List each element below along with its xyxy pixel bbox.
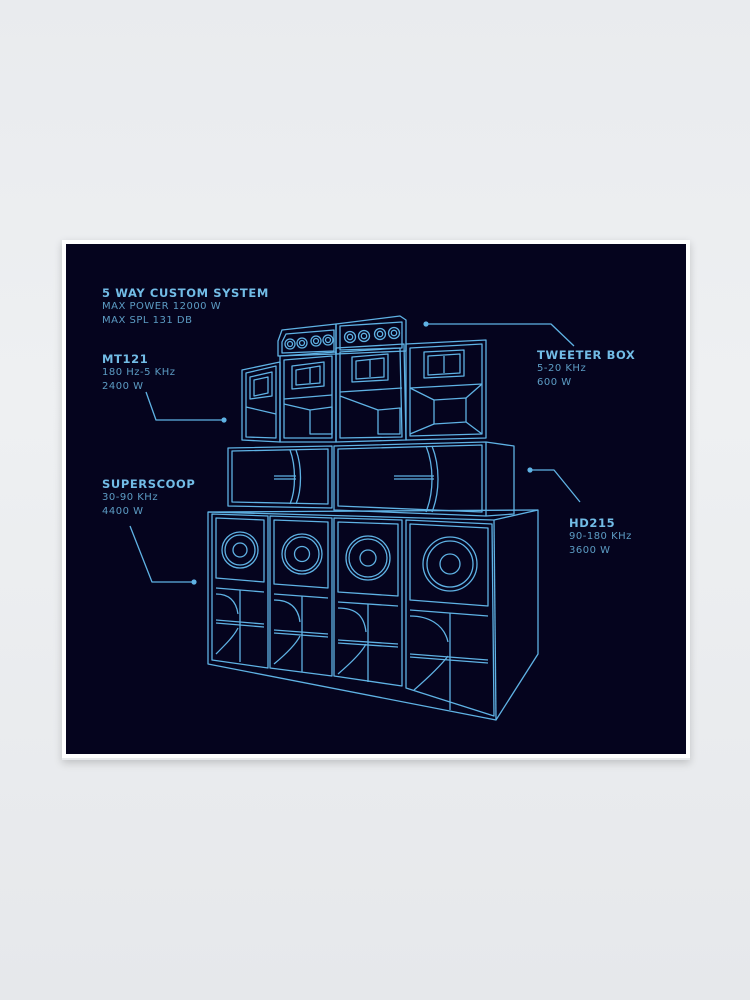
system-max-spl: MAX SPL 131 DB bbox=[102, 315, 193, 326]
superscoop-cabinet-right bbox=[333, 441, 515, 517]
leader-line-tweeter-box bbox=[423, 321, 575, 347]
hd215-title: HD215 bbox=[569, 516, 616, 530]
label-mt121: MT121 180 Hz-5 KHz 2400 W bbox=[102, 352, 176, 394]
tweeter-box-frequency: 5-20 KHz bbox=[537, 363, 587, 374]
tweeter-box-title: TWEETER BOX bbox=[537, 348, 636, 362]
superscoop-frequency: 30-90 KHz bbox=[102, 492, 159, 503]
hd215-cabinet-3 bbox=[333, 517, 403, 687]
poster-artwork: 5 WAY CUSTOM SYSTEM MAX POWER 12000 W MA… bbox=[66, 244, 686, 754]
hd215-frequency: 90-180 KHz bbox=[569, 531, 632, 542]
mt121-title: MT121 bbox=[102, 352, 149, 366]
hd215-cabinet-4 bbox=[405, 519, 495, 717]
poster-frame: 5 WAY CUSTOM SYSTEM MAX POWER 12000 W MA… bbox=[62, 240, 690, 758]
superscoop-power: 4400 W bbox=[102, 506, 144, 517]
label-hd215: HD215 90-180 KHz 3600 W bbox=[569, 516, 632, 558]
leader-line-hd215 bbox=[527, 467, 581, 503]
hd215-cabinet-2 bbox=[269, 515, 333, 677]
label-system: 5 WAY CUSTOM SYSTEM MAX POWER 12000 W MA… bbox=[102, 286, 269, 328]
label-tweeter-box: TWEETER BOX 5-20 KHz 600 W bbox=[537, 348, 635, 390]
tweeter-box-power: 600 W bbox=[537, 377, 572, 388]
mt121-cabinet-2 bbox=[279, 351, 337, 443]
tweeter-box-left bbox=[277, 323, 337, 357]
hd215-cabinet-1 bbox=[211, 513, 269, 669]
leader-line-superscoop bbox=[129, 525, 197, 585]
label-superscoop: SUPERSCOOP 30-90 KHz 4400 W bbox=[102, 477, 195, 519]
system-title: 5 WAY CUSTOM SYSTEM bbox=[102, 286, 269, 300]
mt121-cabinet-3 bbox=[335, 343, 407, 443]
mt121-cabinet-1 bbox=[241, 361, 281, 443]
sound-system-illustration bbox=[129, 315, 581, 721]
mt121-power: 2400 W bbox=[102, 381, 144, 392]
superscoop-title: SUPERSCOOP bbox=[102, 477, 196, 491]
leader-line-mt121 bbox=[145, 391, 227, 423]
mt121-frequency: 180 Hz-5 KHz bbox=[102, 367, 176, 378]
hd215-power: 3600 W bbox=[569, 545, 611, 556]
hd215-cabinet-row bbox=[207, 509, 539, 721]
mt121-cabinet-4 bbox=[405, 339, 487, 441]
superscoop-cabinet-left bbox=[227, 445, 333, 509]
system-max-power: MAX POWER 12000 W bbox=[102, 301, 222, 312]
